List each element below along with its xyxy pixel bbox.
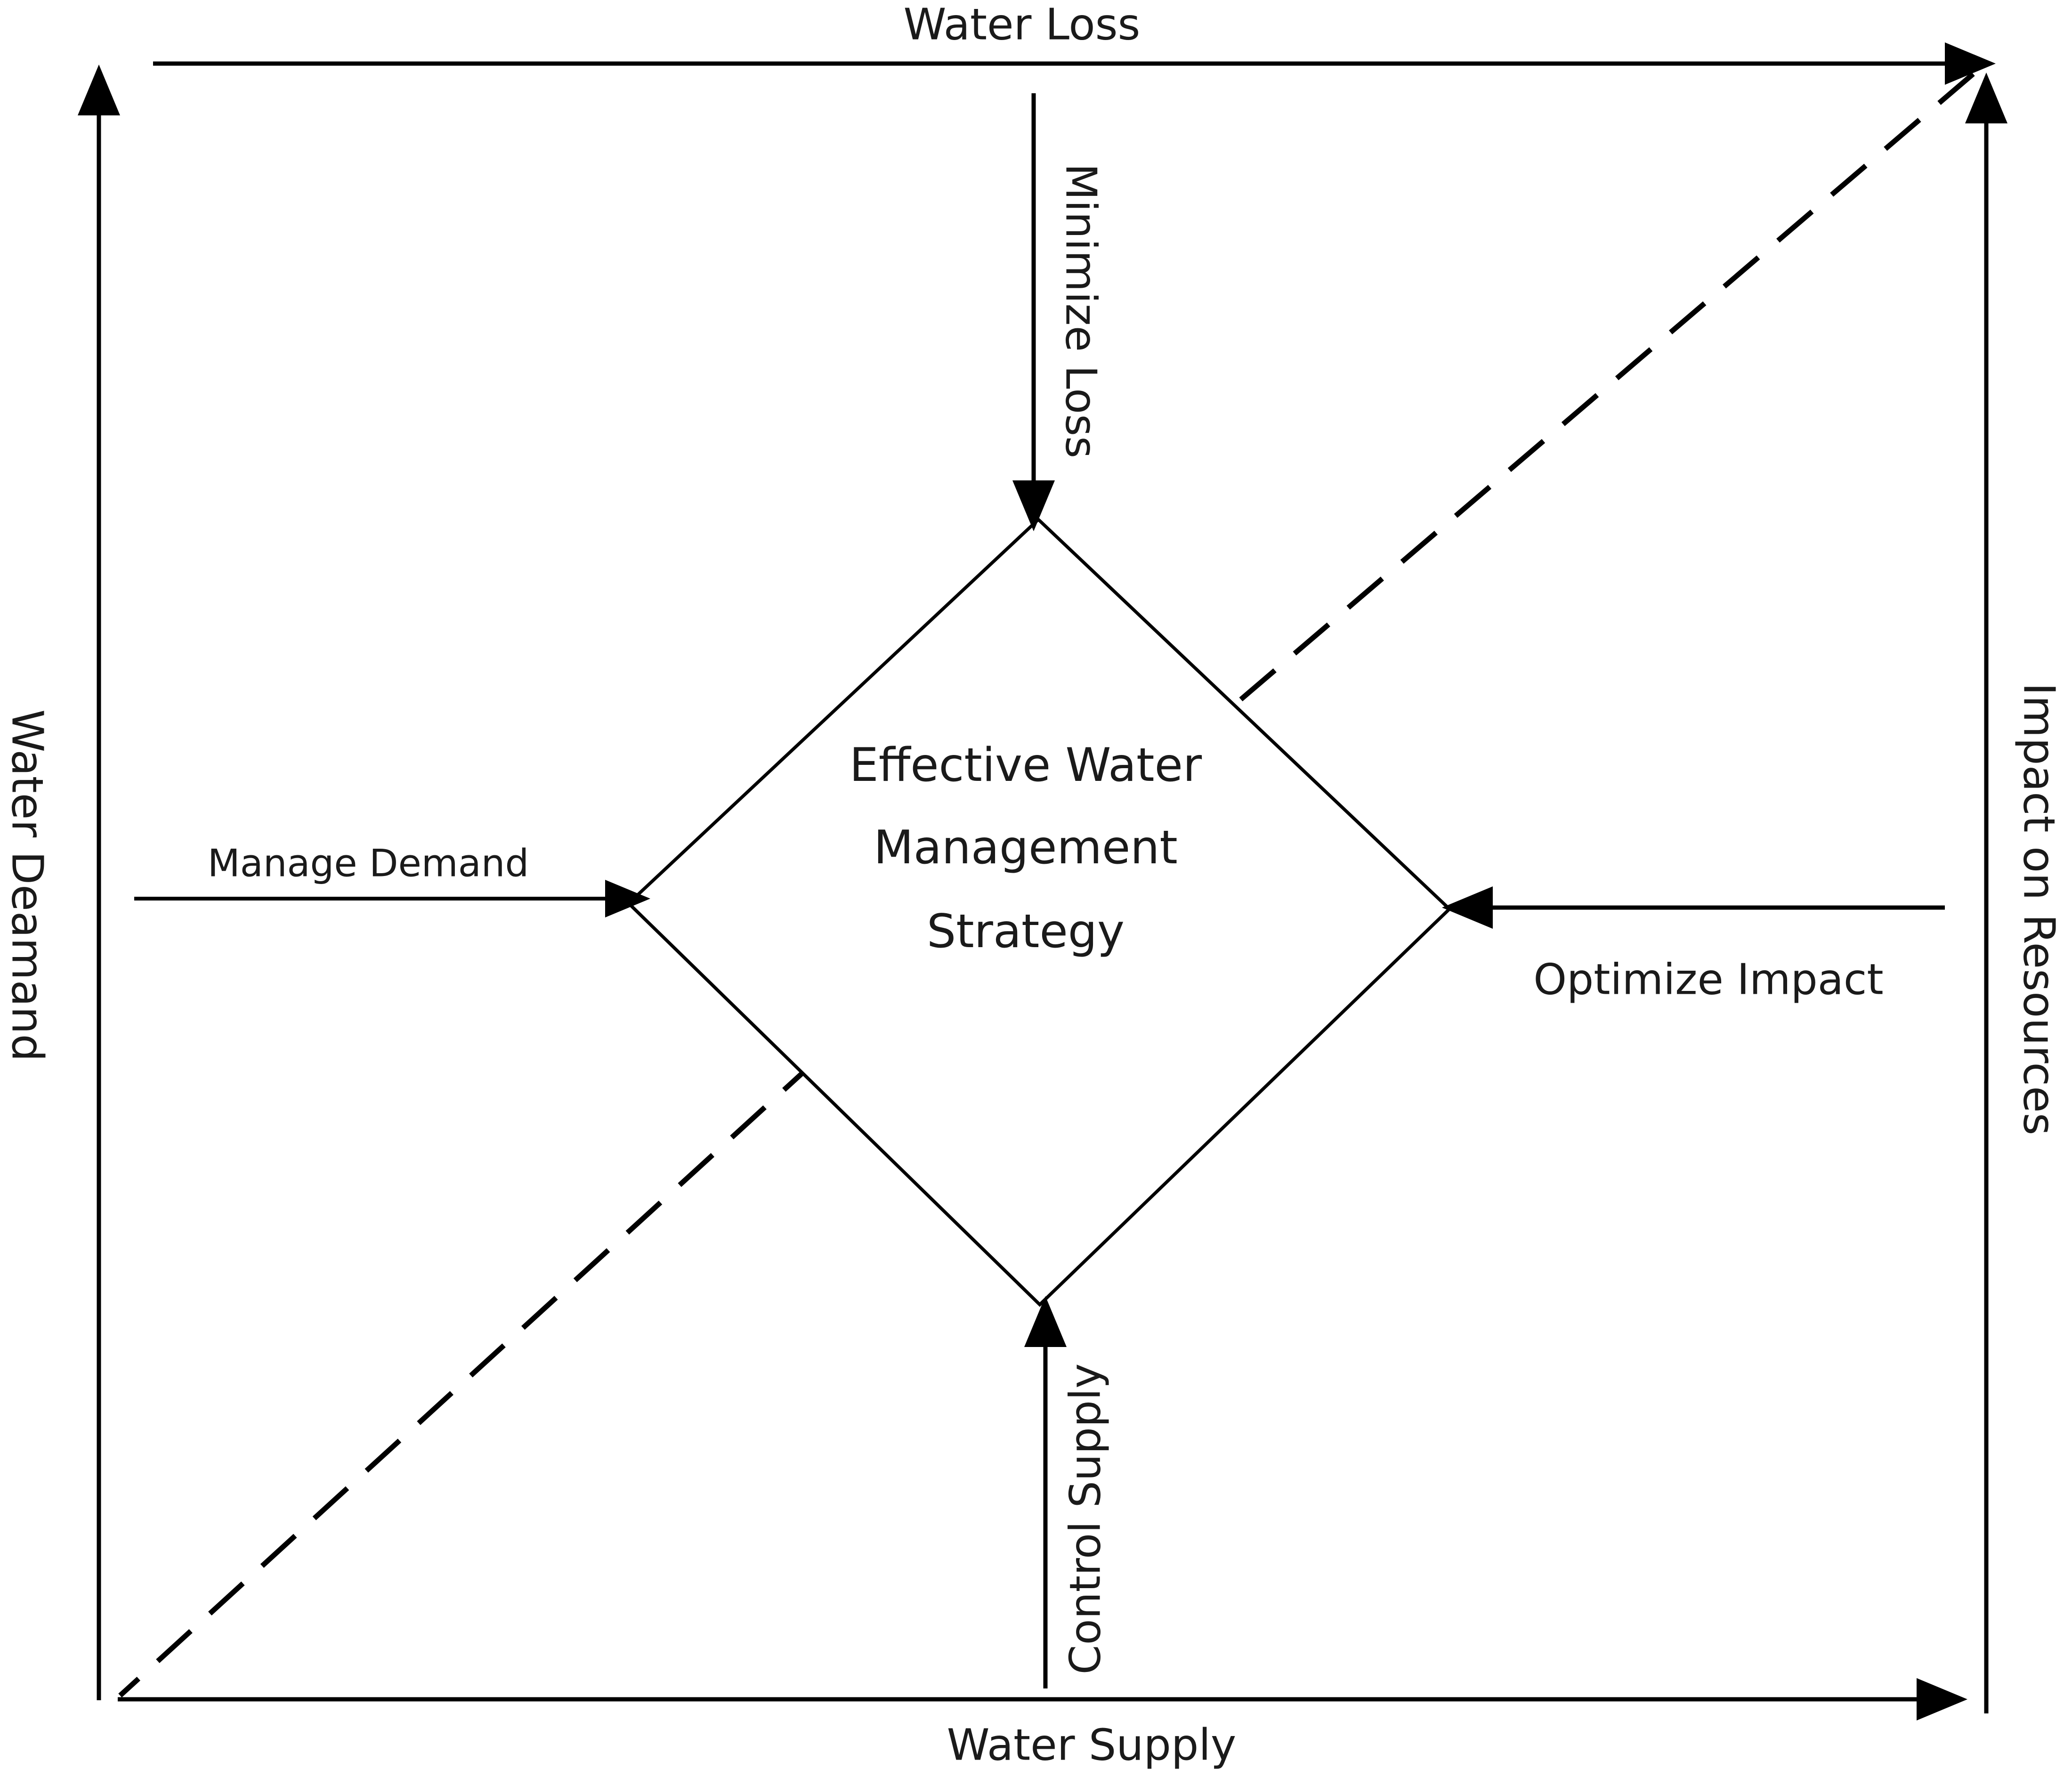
water-demand-label: Water Deamand: [2, 709, 53, 1062]
strategy-title-line1: Effective Water: [850, 738, 1202, 792]
water-loss-label: Water Loss: [904, 0, 1141, 50]
minimize-loss-label: Minimize Loss: [1056, 163, 1106, 458]
diagonal-dashed-upper: [1239, 64, 1984, 702]
optimize-impact-label: Optimize Impact: [1533, 955, 1883, 1005]
strategy-title-line3: Strategy: [927, 905, 1125, 958]
impact-resources-label: Impact on Resources: [2014, 682, 2064, 1135]
control-supply-label: Control Supply: [1061, 1363, 1110, 1675]
diagonal-dashed-lower: [118, 1057, 819, 1698]
strategy-title-line2: Management: [874, 821, 1178, 875]
manage-demand-label: Manage Demand: [208, 842, 529, 885]
water-supply-label: Water Supply: [947, 1720, 1237, 1770]
